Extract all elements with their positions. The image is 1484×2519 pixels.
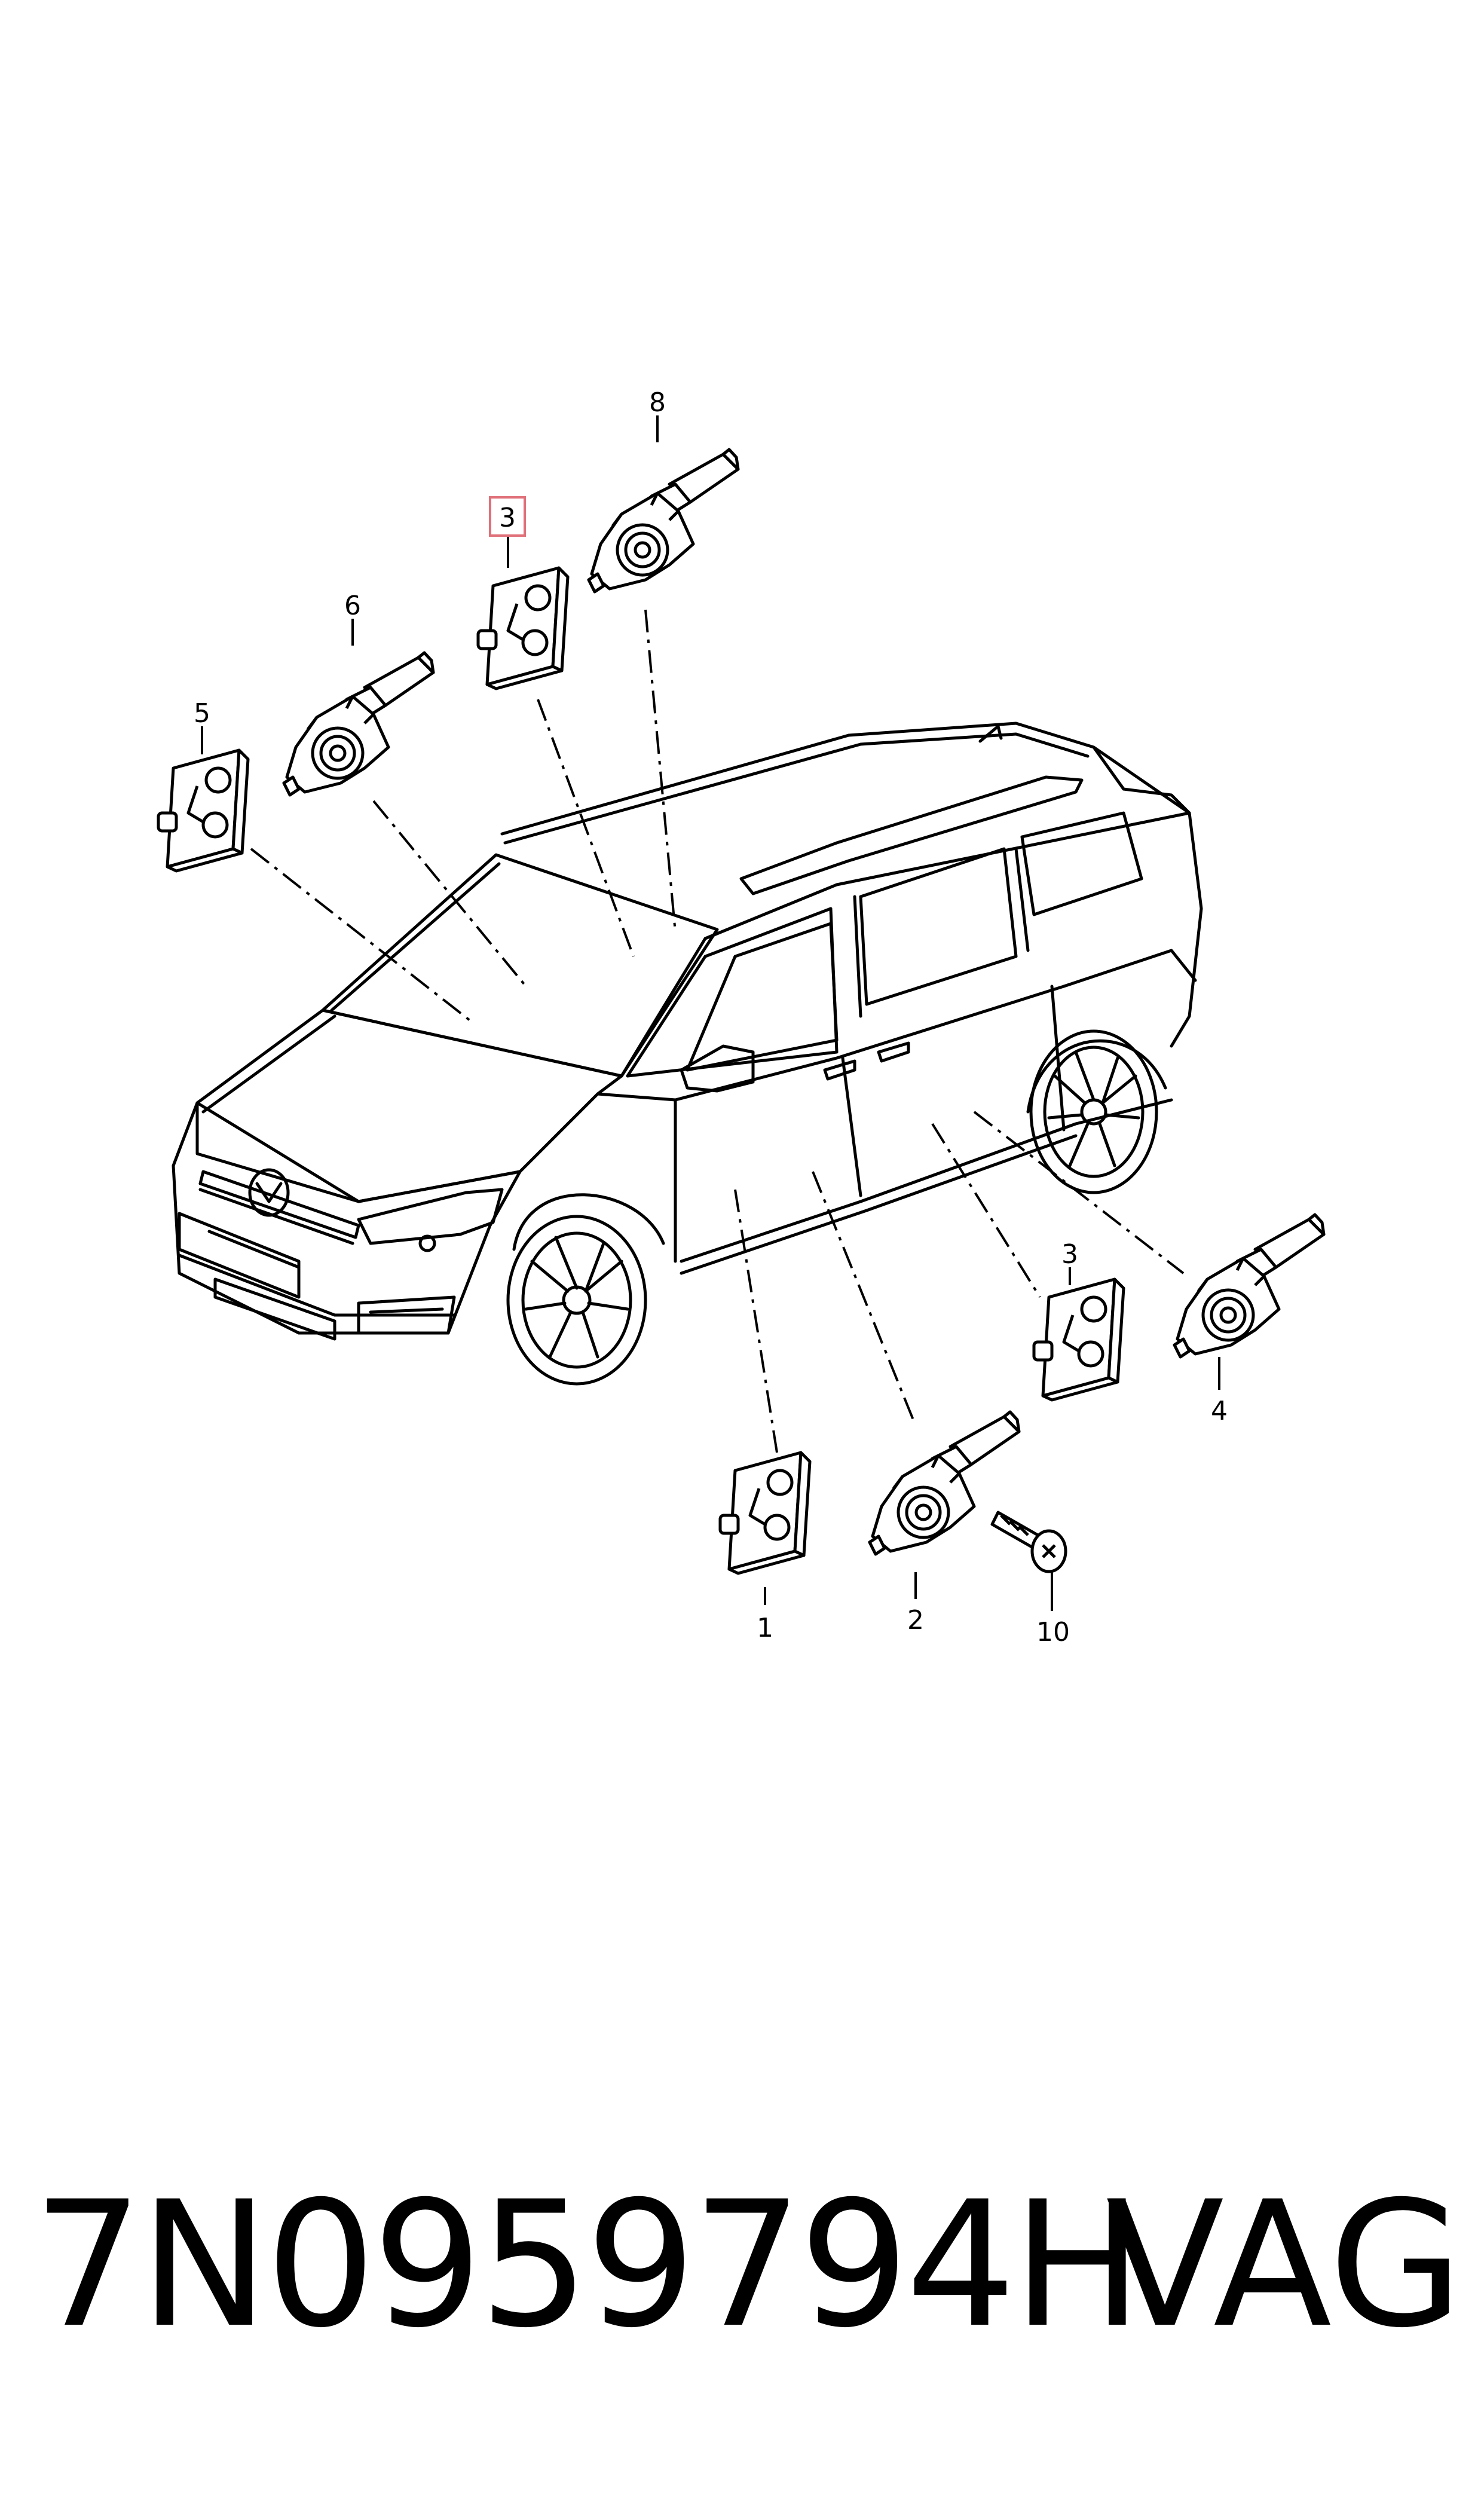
callout-10: 10	[1036, 1617, 1070, 1647]
callout-5: 5	[194, 698, 210, 729]
brand-name: VAG	[1106, 2165, 1463, 2366]
module-5	[158, 750, 248, 871]
motor-2	[870, 1412, 1019, 1554]
module-1	[720, 1453, 810, 1573]
callout-1: 1	[757, 1613, 773, 1643]
motor-8	[589, 450, 738, 592]
callout-3-top: 3	[499, 503, 516, 533]
callout-4: 4	[1211, 1396, 1228, 1426]
callout-8: 8	[649, 387, 666, 418]
callout-6: 6	[344, 591, 361, 621]
part-number: 7N0959794H	[33, 2165, 1143, 2366]
motor-4	[1174, 1215, 1324, 1357]
motor-6	[284, 653, 433, 795]
module-3-top	[478, 568, 568, 689]
module-3-right	[1034, 1279, 1124, 1400]
callout-2: 2	[907, 1605, 924, 1635]
highlight-box	[489, 496, 526, 537]
screw-10	[990, 1511, 1067, 1573]
car-illustration	[172, 722, 1203, 1386]
leader-lines	[201, 415, 1220, 1611]
callout-3-right: 3	[1061, 1239, 1078, 1270]
